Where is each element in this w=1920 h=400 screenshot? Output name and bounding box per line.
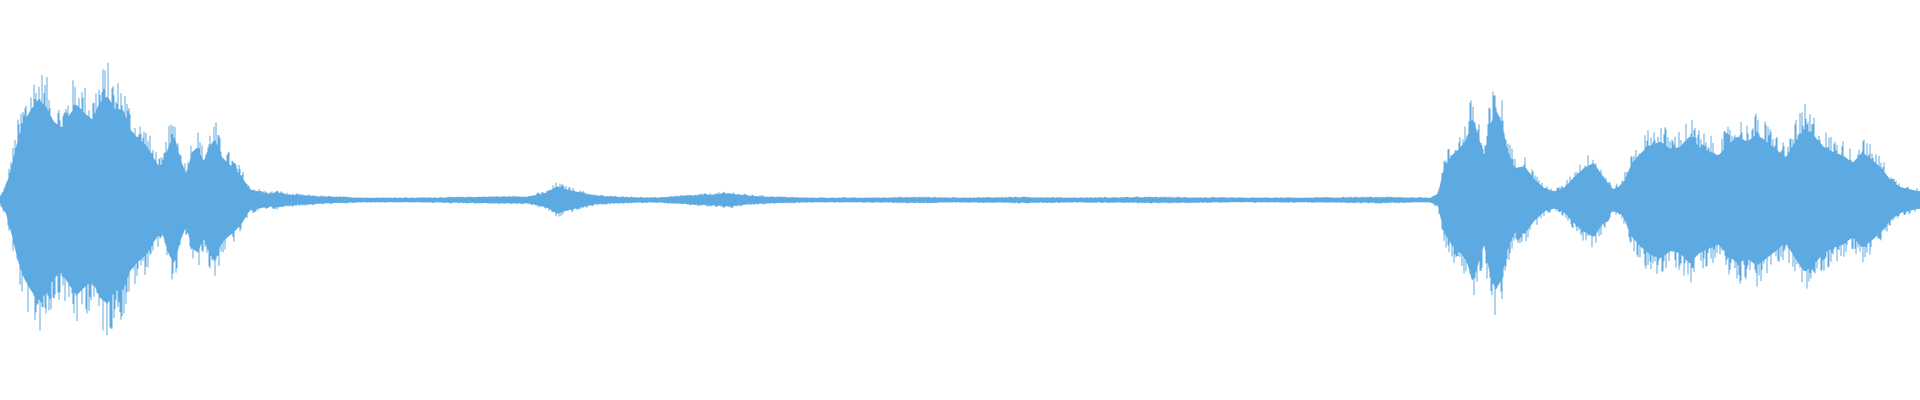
- waveform-samples: [0, 62, 1920, 336]
